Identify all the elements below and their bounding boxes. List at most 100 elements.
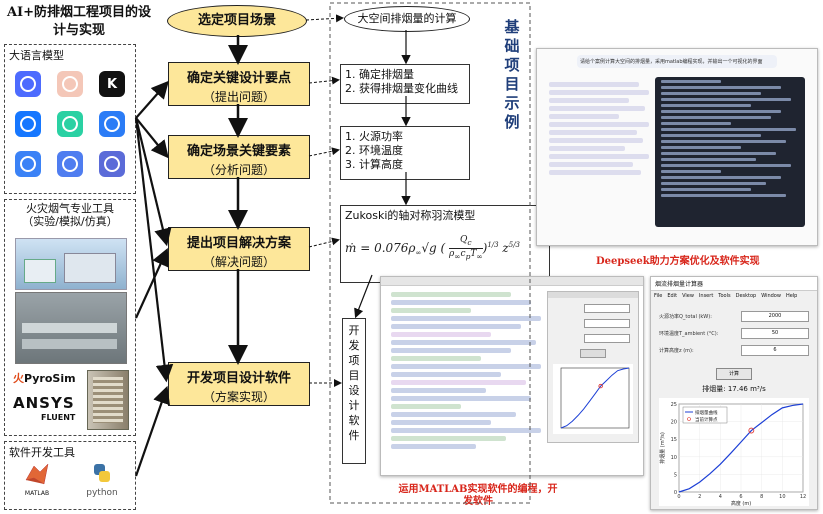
example-box-plume-model: Zukoski的轴对称羽流模型 ṁ = 0.076ρ∞√g ( Qc ρ∞cpT… xyxy=(340,205,550,283)
y-tick-label: 10 xyxy=(671,455,677,461)
kimi-k-icon: K xyxy=(99,71,125,97)
example-start-ellipse: 大空间排烟量的计算 xyxy=(344,6,470,32)
deepseek-caption: Deepseek助力方案优化及软件实现 xyxy=(596,256,760,267)
flow-step-software: 开发项目设计软件 （方案实现） xyxy=(168,362,310,406)
flame-icon: 火 xyxy=(13,372,24,385)
lab-photo-2 xyxy=(15,292,127,364)
dev-panel-title: 软件开发工具 xyxy=(9,446,75,459)
smoke-volume-curve xyxy=(678,403,804,493)
plume-model-title: Zukoski的轴对称羽流模型 xyxy=(345,209,476,222)
python-logo: python xyxy=(77,462,127,498)
flow-step-software-main: 开发项目设计软件 xyxy=(186,371,291,386)
x-tick-label: 4 xyxy=(719,494,722,500)
gui-menu-item[interactable]: Desktop xyxy=(735,293,757,299)
avatar-girl-icon xyxy=(57,71,83,97)
matlab-editor-screenshot xyxy=(380,276,644,476)
flow-start-ellipse: 选定项目场景 xyxy=(167,5,307,37)
fire-tools-panel: 火灾烟气专业工具 （实验/模拟/仿真） 火PyroSim ANSYS FLUEN… xyxy=(4,199,136,436)
hunyuan-icon xyxy=(15,151,41,177)
matlab-mini-figure xyxy=(547,291,639,443)
gui-menu-bar: File Edit View Insert Tools Desktop Window Help xyxy=(651,291,817,301)
flow-step-solution-main: 提出项目解决方案 xyxy=(186,236,291,251)
llm-panel: 大语言模型 K xyxy=(4,44,136,194)
x-tick-label: 12 xyxy=(800,494,806,500)
chart-plot-area xyxy=(560,367,630,429)
example-box-smoke-volume: 1. 确定排烟量 2. 获得排烟量变化曲线 xyxy=(340,64,470,104)
matlab-logo: MATLAB xyxy=(19,462,55,497)
y-tick-label: 20 xyxy=(671,420,677,426)
y-axis-label: 排烟量 (m³/s) xyxy=(659,432,666,464)
x-tick-label: 0 xyxy=(677,494,680,500)
ansys-logo: ANSYS xyxy=(13,394,75,412)
xinghuo-icon xyxy=(57,151,83,177)
gui-menu-item[interactable]: Insert xyxy=(698,293,714,299)
gui-result-text: 排烟量: 17.46 m³/s xyxy=(702,385,766,393)
wenxin-icon xyxy=(99,151,125,177)
gui-field-input[interactable]: 50 xyxy=(741,328,809,339)
deepseek-screenshot: 请给个案例计算大空间的排烟量，采用matlab编程实现，并输出一个可视化的界面 xyxy=(536,48,818,246)
y-tick-label: 5 xyxy=(674,472,677,478)
zhipu-icon xyxy=(57,111,83,137)
flow-step-key-elements: 确定场景关键要素 （分析问题） xyxy=(168,135,310,179)
llm-logo-grid: K xyxy=(5,65,135,183)
page-title: AI+防排烟工程项目的设计与实现 xyxy=(6,5,152,38)
gui-field-label: 环境温度T_ambient (°C): xyxy=(659,331,719,337)
example-vertical-title: 基础项目示例 xyxy=(504,18,520,131)
x-tick-label: 10 xyxy=(779,494,785,500)
doubao-icon xyxy=(15,111,41,137)
flow-step-key-elements-sub: （分析问题） xyxy=(202,163,275,177)
deepseek-prompt: 请给个案例计算大空间的排烟量，采用matlab编程实现，并输出一个可视化的界面 xyxy=(577,55,777,68)
gui-menu-item[interactable]: File xyxy=(654,293,663,299)
gui-menu-item[interactable]: Edit xyxy=(667,293,678,299)
flow-step-software-sub: （方案实现） xyxy=(202,390,275,404)
flow-step-key-elements-main: 确定场景关键要素 xyxy=(186,144,291,159)
python-snake-icon xyxy=(94,464,110,482)
flow-step-design-points-main: 确定关键设计要点 xyxy=(186,71,291,86)
gui-field-input[interactable]: 2000 xyxy=(741,311,809,322)
legend-point-swatch xyxy=(687,417,691,421)
gui-menu-item[interactable]: Help xyxy=(785,293,798,299)
gui-fields: 火源功率Q_total (kW): 2000 环境温度T_ambient (°C):… xyxy=(651,301,817,366)
gui-menu-item[interactable]: Tools xyxy=(718,293,731,299)
gui-compute-button[interactable]: 计算 xyxy=(716,368,752,380)
llm-panel-title: 大语言模型 xyxy=(9,49,64,62)
example-box-parameters: 1. 火源功率 2. 环境温度 3. 计算高度 xyxy=(340,126,470,180)
flow-step-design-points: 确定关键设计要点 （提出问题） xyxy=(168,62,310,106)
matlab-membrane-icon xyxy=(25,463,49,485)
gui-title: 烟流排烟量计算器 xyxy=(651,277,817,291)
plume-formula: ṁ = 0.076ρ∞√g ( Qc ρ∞cpT∞ )1/3 z5/3 xyxy=(345,235,520,261)
gui-menu-item[interactable]: View xyxy=(682,293,694,299)
lab-photo-1 xyxy=(15,238,127,290)
legend-entry: 当前计算点 xyxy=(695,416,718,423)
y-tick-label: 25 xyxy=(671,402,677,408)
x-tick-label: 8 xyxy=(760,494,763,500)
example-box-software: 开发项目设计软件 xyxy=(342,318,366,464)
gui-field-row: 环境温度T_ambient (°C): 50 xyxy=(659,328,809,339)
current-point-marker xyxy=(598,383,603,389)
matlab-gui-window: 烟流排烟量计算器 File Edit View Insert Tools Desktop W… xyxy=(650,276,818,510)
gui-field-label: 计算高度z (m): xyxy=(659,348,694,354)
legend-box xyxy=(682,406,728,424)
current-point-marker xyxy=(748,427,755,434)
mini-chart-svg xyxy=(553,364,633,434)
gui-field-row: 火源功率Q_total (kW): 2000 xyxy=(659,311,809,322)
gui-menu-item[interactable]: Window xyxy=(761,293,781,299)
flow-step-solution: 提出项目解决方案 （解决问题） xyxy=(168,227,310,271)
x-tick-label: 2 xyxy=(698,494,701,500)
fire-panel-subtitle: （实验/模拟/仿真） xyxy=(22,215,118,228)
gui-field-label: 火源功率Q_total (kW): xyxy=(659,314,712,320)
y-tick-label: 15 xyxy=(671,437,677,443)
x-axis-label: 高度 (m) xyxy=(731,500,751,506)
gui-field-input[interactable]: 6 xyxy=(741,345,809,356)
gui-field-row: 计算高度z (m): 6 xyxy=(659,345,809,356)
flow-step-design-points-sub: （提出问题） xyxy=(202,90,275,104)
dev-tools-panel: 软件开发工具 MATLAB python xyxy=(4,441,136,510)
deepseek-code-block xyxy=(655,77,805,227)
legend-entry: 排烟量曲线 xyxy=(695,409,718,416)
deepseek-whale-icon xyxy=(15,71,41,97)
fire-panel-title: 火灾烟气专业工具 xyxy=(26,202,114,215)
smoke-volume-curve xyxy=(560,367,630,429)
pyrosim-logo: 火PyroSim xyxy=(13,372,76,385)
x-tick-label: 6 xyxy=(739,494,742,500)
